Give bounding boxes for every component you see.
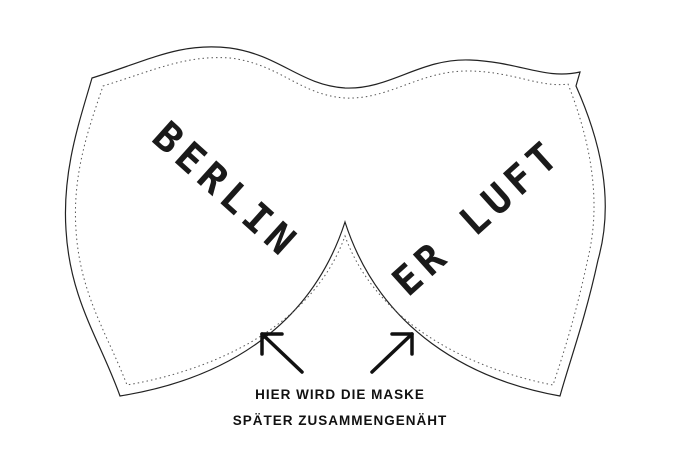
stitch-line — [74, 57, 595, 386]
caption-line-1: HIER WIRD DIE MASKE — [255, 387, 425, 402]
arrow-right-icon — [370, 332, 414, 374]
mask-outline — [64, 46, 606, 397]
caption-line-2: SPÄTER ZUSAMMENGENÄHT — [232, 413, 448, 428]
arrow-left-icon — [260, 332, 304, 374]
